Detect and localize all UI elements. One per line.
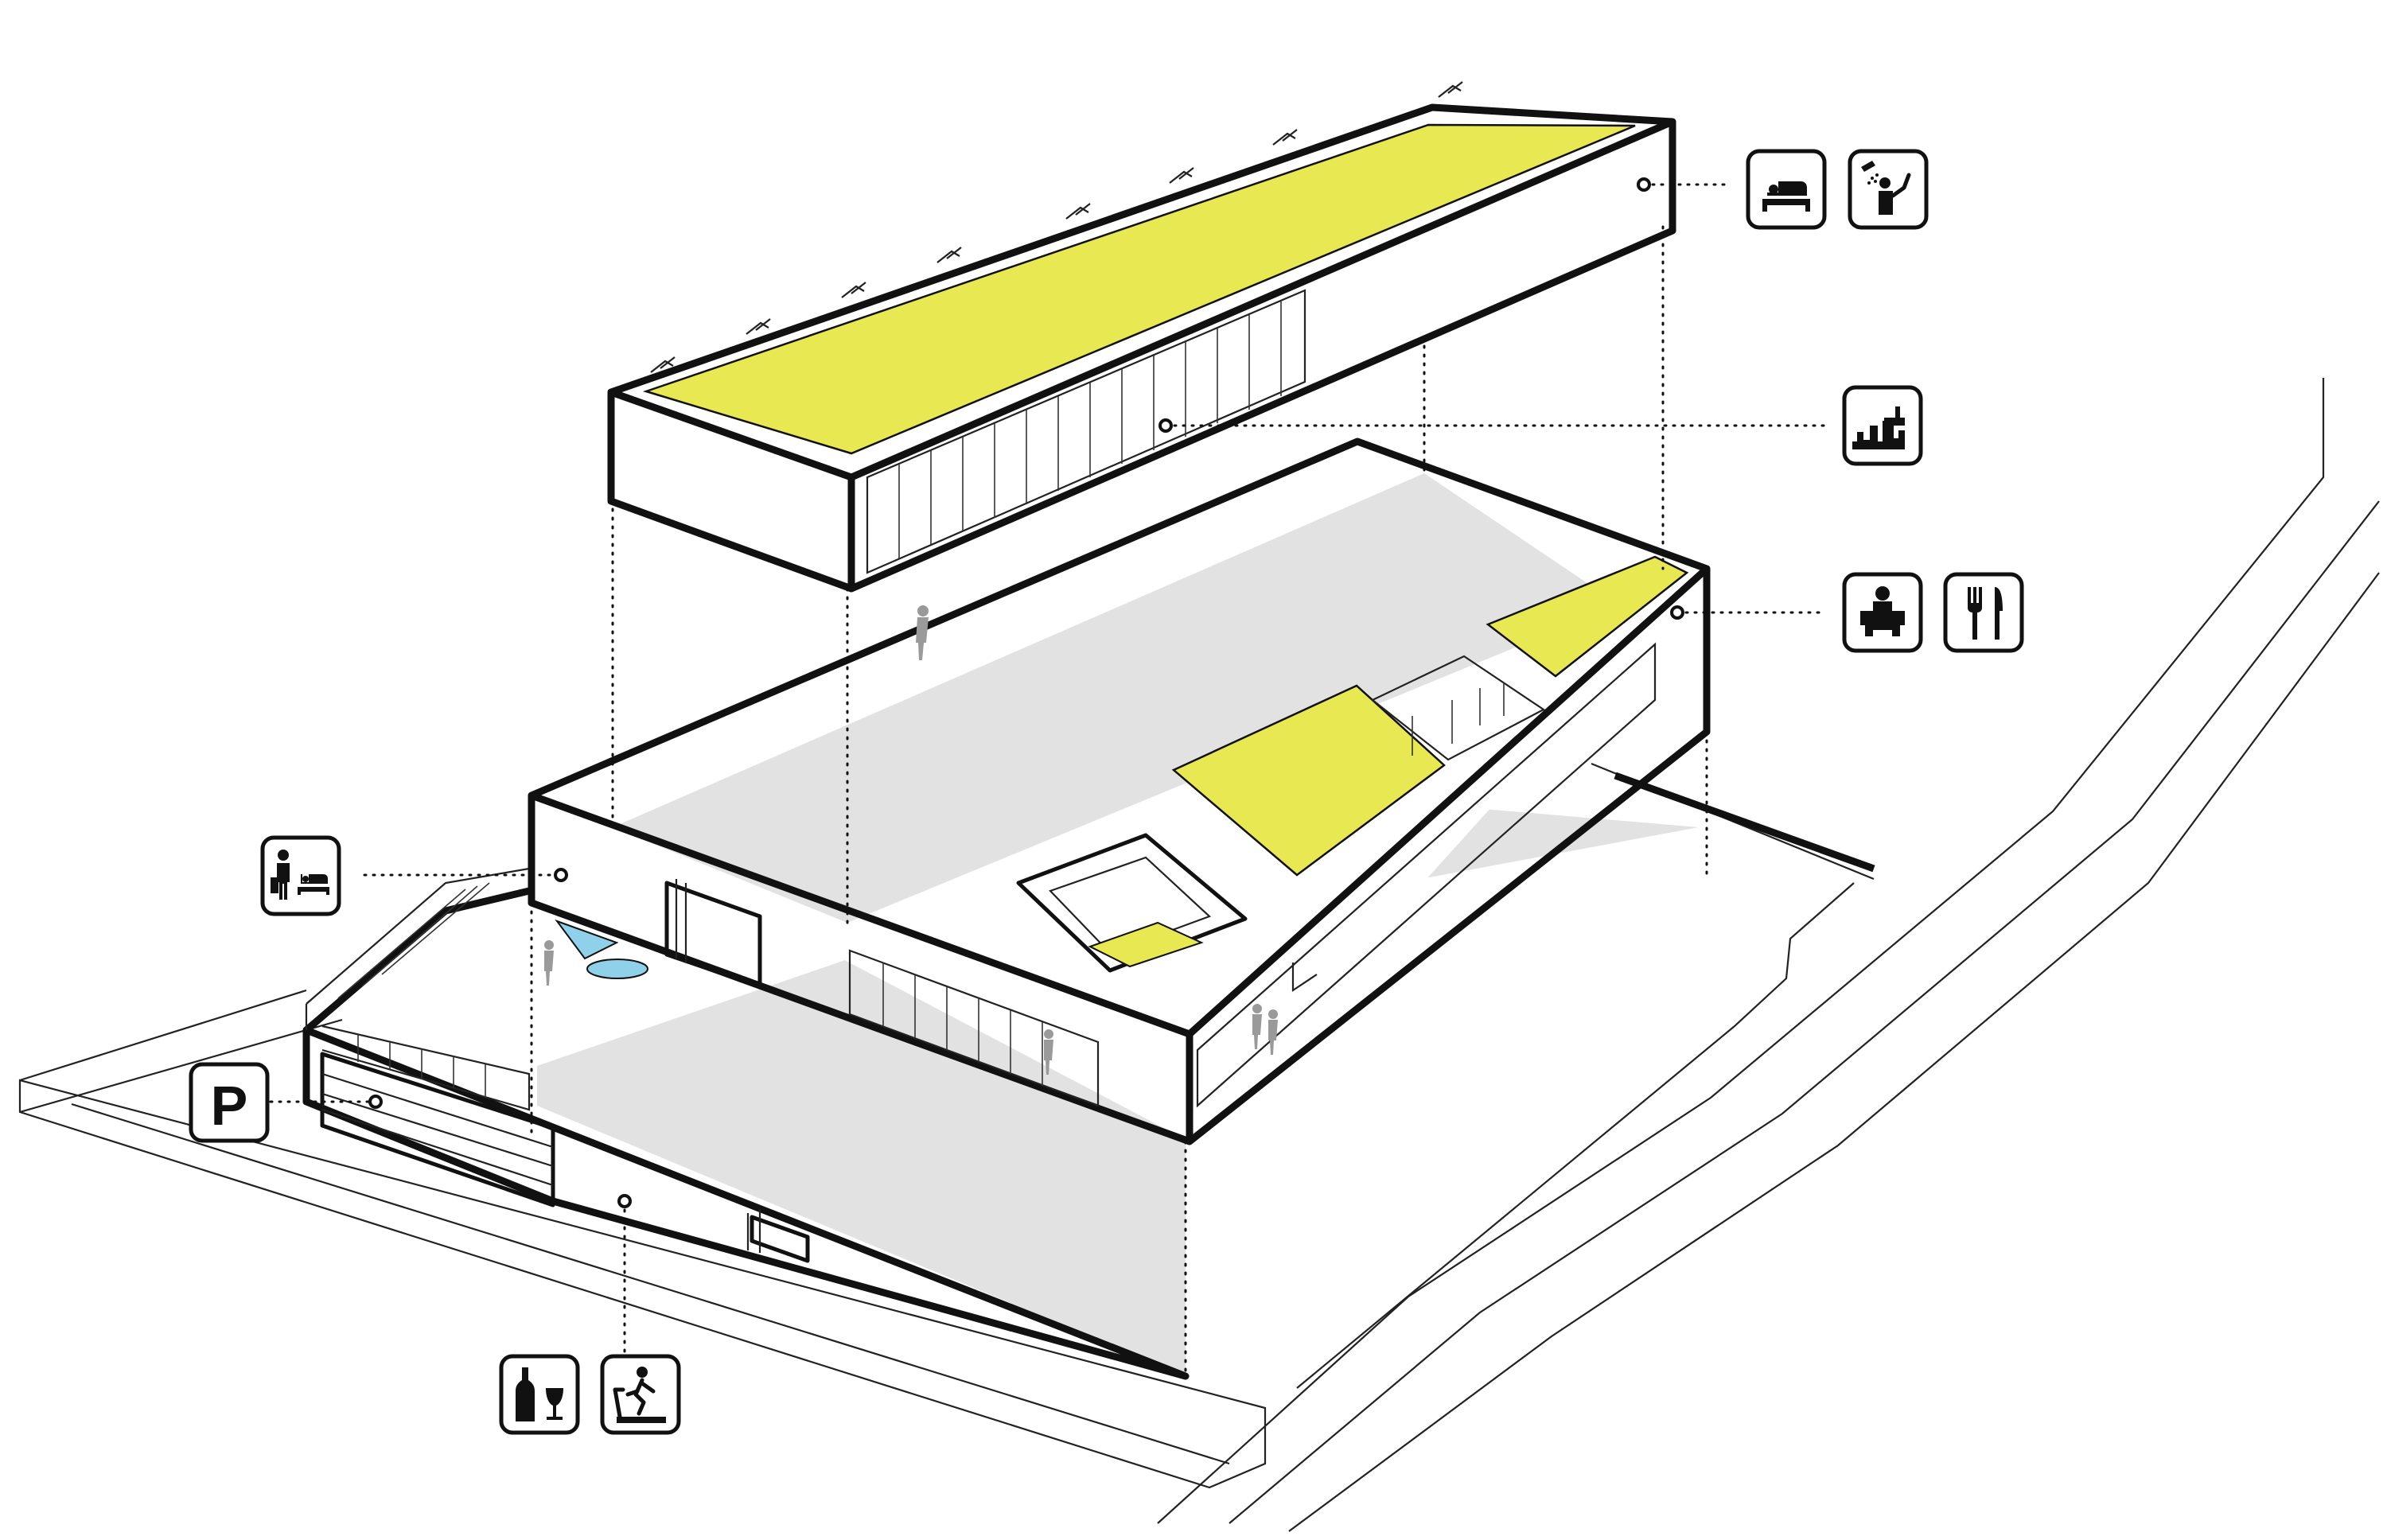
parking-garage-door: [320, 1052, 555, 1208]
guest-luggage-bed-icon: [260, 835, 341, 916]
wine-bottle-glass-icon: [499, 1354, 580, 1435]
shower-icon: [1848, 149, 1929, 230]
projection-lines: [530, 225, 1708, 1378]
parking-letter: P: [211, 1075, 248, 1137]
roof-patch-1: [1171, 684, 1446, 877]
site-plot: [18, 989, 1267, 1489]
upper-glazing: [866, 289, 1306, 574]
parking-icon: P: [189, 1062, 270, 1143]
solar-panels: [650, 81, 1463, 373]
courtyard: [1016, 833, 1248, 973]
stair-opening: [1370, 655, 1546, 761]
ground-skylight: [746, 1209, 810, 1263]
middle-glazing: [664, 642, 1657, 1108]
middle-floor-grey: [613, 473, 1619, 923]
pool: [555, 919, 648, 979]
upper-green-roof: [642, 123, 1636, 455]
leader-lines: [269, 177, 1828, 1358]
person-figure: [544, 605, 1278, 1075]
treadmill-icon: [600, 1354, 681, 1435]
upper-volume: [607, 81, 1676, 593]
city-skyline-icon: [1842, 385, 1923, 466]
ground-glazing: [321, 1025, 531, 1111]
fork-knife-icon: [1943, 572, 2024, 653]
roof-patch-2: [1486, 555, 1689, 678]
bed-icon: [1746, 149, 1827, 230]
armchair-icon: [1842, 572, 1923, 653]
